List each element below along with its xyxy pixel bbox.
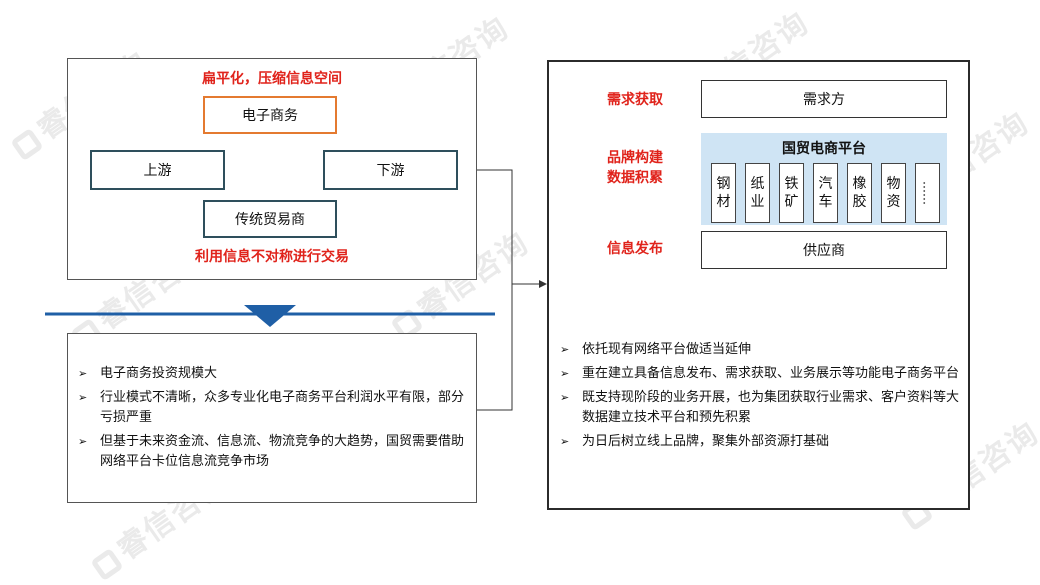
list-item: ➢重在建立具备信息发布、需求获取、业务展示等功能电子商务平台 <box>560 364 960 384</box>
label-info: 信息发布 <box>607 241 663 257</box>
list-item: ➢既支持现阶段的业务开展，也为集团获取行业需求、客户资料等大数据建立技术平台和预… <box>560 388 960 428</box>
label-brand: 品牌构建 数据积累 <box>607 150 663 186</box>
arrow-bullet-icon: ➢ <box>78 435 88 448</box>
list-item: ➢为日后树立线上品牌，聚集外部资源打基础 <box>560 432 960 452</box>
list-item: ➢但基于未来资金流、信息流、物流竞争的大趋势，国贸需要借助网络平台卡位信息流竞争… <box>78 432 470 472</box>
flatten-title: 扁平化，压缩信息空间 <box>202 71 342 87</box>
category-more: …… <box>915 163 940 223</box>
category-steel: 钢材 <box>711 163 736 223</box>
right-bullet-list: ➢依托现有网络平台做适当延伸 ➢重在建立具备信息发布、需求获取、业务展示等功能电… <box>560 340 960 456</box>
arrow-bullet-icon: ➢ <box>560 367 570 380</box>
traditional-trader-node: 传统贸易商 <box>203 200 337 238</box>
platform-title: 国贸电商平台 <box>782 141 866 157</box>
supplier-node: 供应商 <box>701 231 947 269</box>
arrow-bullet-icon: ➢ <box>560 391 570 404</box>
arrow-bullet-icon: ➢ <box>78 391 88 404</box>
upstream-node: 上游 <box>90 150 225 190</box>
list-item: ➢行业模式不清晰，众多专业化电子商务平台利润水平有限，部分亏损严重 <box>78 388 470 428</box>
label-demand: 需求获取 <box>607 92 663 108</box>
category-rubber: 橡胶 <box>847 163 872 223</box>
demand-node: 需求方 <box>701 80 947 118</box>
category-paper: 纸业 <box>745 163 770 223</box>
list-item: ➢依托现有网络平台做适当延伸 <box>560 340 960 360</box>
left-bottom-panel <box>67 333 477 503</box>
info-asymmetry-footer: 利用信息不对称进行交易 <box>195 249 349 265</box>
arrow-bullet-icon: ➢ <box>560 343 570 356</box>
list-item: ➢电子商务投资规模大 <box>78 364 470 384</box>
left-bullet-list: ➢电子商务投资规模大 ➢行业模式不清晰，众多专业化电子商务平台利润水平有限，部分… <box>78 364 470 476</box>
category-auto: 汽车 <box>813 163 838 223</box>
arrow-bullet-icon: ➢ <box>78 367 88 380</box>
category-iron-ore: 铁矿 <box>779 163 804 223</box>
ecommerce-node: 电子商务 <box>203 96 337 134</box>
arrow-bullet-icon: ➢ <box>560 435 570 448</box>
category-materials: 物资 <box>881 163 906 223</box>
downstream-node: 下游 <box>323 150 458 190</box>
